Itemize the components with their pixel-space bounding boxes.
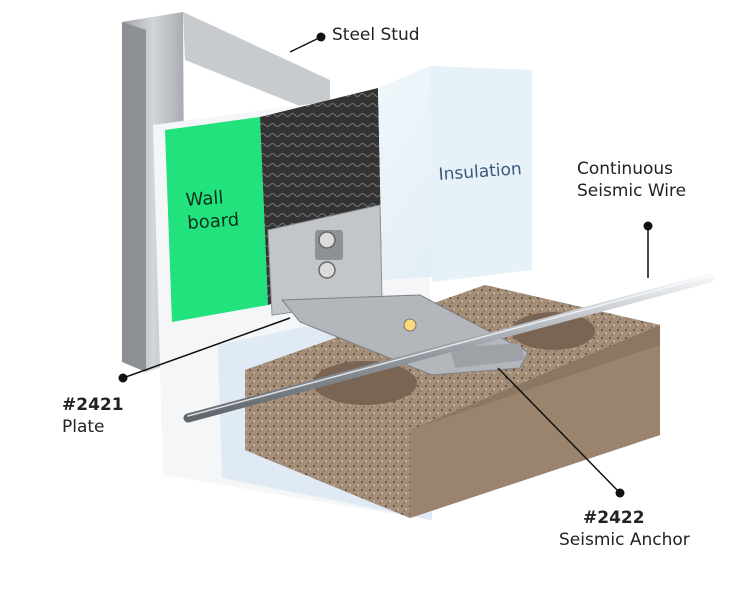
leader-anchor — [497, 367, 625, 498]
brick-core-left — [313, 361, 417, 405]
steel-stud-text: Steel Stud — [332, 25, 420, 45]
label-seismic-wire: Continuous Seismic Wire — [577, 158, 686, 202]
wire-line2-text: Seismic Wire — [577, 181, 687, 202]
plate-code-text: #2421 — [62, 395, 124, 415]
label-anchor: #2422 Seismic Anchor — [559, 507, 690, 551]
label-steel-stud: Steel Stud — [332, 24, 420, 46]
leader-seismic-wire — [643, 221, 653, 278]
wallboard-line2-text: board — [186, 208, 240, 234]
label-plate: #2421 Plate — [62, 394, 124, 438]
wallboard — [165, 117, 268, 322]
wire-line1-text: Continuous — [577, 159, 674, 179]
seismic-wire — [183, 273, 715, 423]
anchor-name-text: Seismic Anchor — [559, 530, 690, 551]
plate-name-text: Plate — [62, 417, 105, 438]
seismic-anchor-2422 — [280, 294, 529, 376]
anchor-code-text: #2422 — [583, 508, 645, 528]
leader-steel-stud — [289, 32, 326, 53]
leader-plate — [118, 317, 291, 383]
label-wallboard: Wall board — [185, 186, 240, 235]
plate-2421 — [267, 204, 383, 316]
